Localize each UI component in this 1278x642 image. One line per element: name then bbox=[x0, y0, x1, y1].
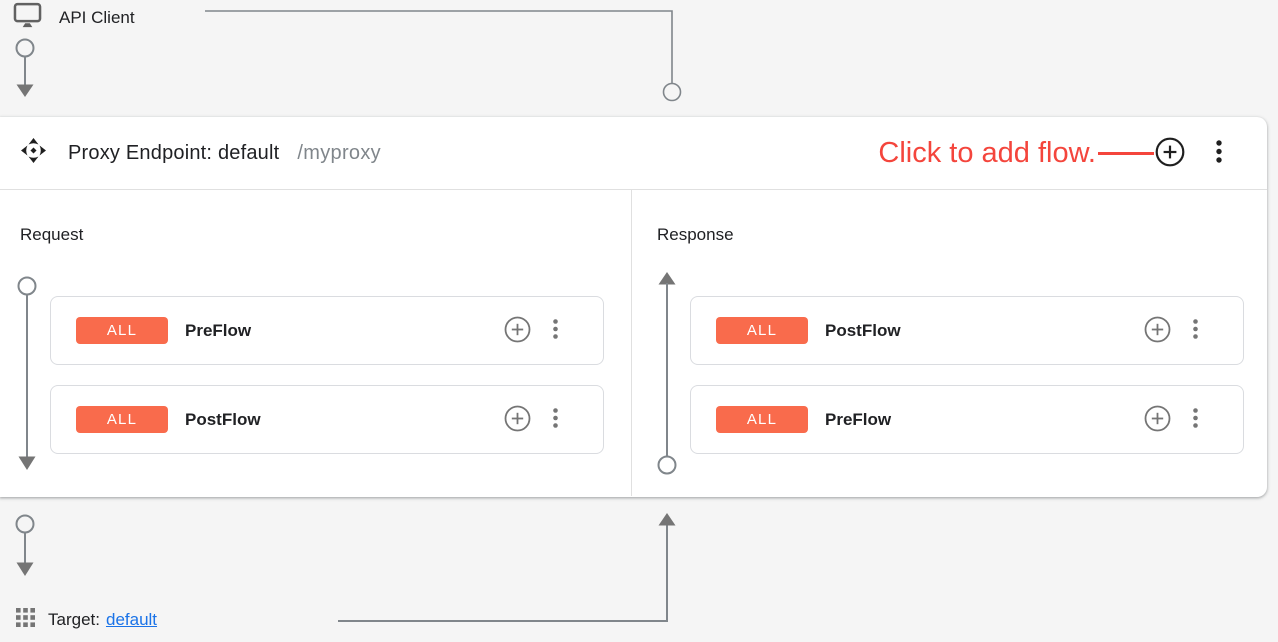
flow-card-response-preflow[interactable]: ALL PreFlow bbox=[690, 385, 1244, 454]
endpoint-basepath: /myproxy bbox=[297, 141, 381, 164]
apps-grid-icon bbox=[16, 608, 35, 632]
endpoint-flows: Request ALL PreFlow bbox=[0, 190, 1267, 496]
proxy-endpoint-icon bbox=[21, 138, 46, 168]
add-step-button[interactable] bbox=[504, 405, 531, 435]
flow-name: PostFlow bbox=[185, 409, 261, 429]
condition-badge: ALL bbox=[76, 317, 168, 344]
plus-circle-icon bbox=[504, 316, 531, 346]
response-label: Response bbox=[657, 225, 734, 244]
condition-badge: ALL bbox=[76, 406, 168, 433]
proxy-endpoint-header: Proxy Endpoint: default /myproxy Click t… bbox=[0, 117, 1267, 190]
flow-menu-button[interactable] bbox=[1193, 408, 1198, 431]
plus-circle-icon bbox=[1144, 316, 1171, 346]
add-step-button[interactable] bbox=[1144, 316, 1171, 346]
condition-badge: ALL bbox=[716, 406, 808, 433]
connector-endpoint-to-target bbox=[15, 514, 35, 576]
flow-menu-button[interactable] bbox=[1193, 319, 1198, 342]
plus-circle-icon bbox=[504, 405, 531, 435]
plus-circle-icon bbox=[1144, 405, 1171, 435]
flow-menu-button[interactable] bbox=[553, 408, 558, 431]
condition-badge: ALL bbox=[716, 317, 808, 344]
flow-name: PreFlow bbox=[825, 409, 892, 429]
endpoint-title: Proxy Endpoint: default bbox=[68, 141, 280, 164]
response-panel: Response ALL PostFlow bbox=[631, 190, 1267, 496]
add-flow-annotation: Click to add flow. bbox=[878, 136, 1096, 169]
api-client: API Client bbox=[13, 2, 135, 34]
connector-target-to-response bbox=[338, 513, 676, 622]
flow-card-response-postflow[interactable]: ALL PostFlow bbox=[690, 296, 1244, 365]
kebab-menu-icon bbox=[1216, 140, 1222, 166]
add-step-button[interactable] bbox=[1144, 405, 1171, 435]
flow-card-request-postflow[interactable]: ALL PostFlow bbox=[50, 385, 604, 454]
monitor-icon bbox=[13, 2, 42, 34]
target-label: Target: bbox=[48, 610, 100, 629]
flow-name: PostFlow bbox=[825, 320, 901, 340]
annotation-pointer-line bbox=[1098, 151, 1154, 155]
kebab-menu-icon bbox=[1193, 319, 1198, 342]
flow-name: PreFlow bbox=[185, 320, 252, 340]
kebab-menu-icon bbox=[553, 408, 558, 431]
add-step-button[interactable] bbox=[504, 316, 531, 346]
target-row: Target: default bbox=[16, 608, 157, 632]
flow-card-request-preflow[interactable]: ALL PreFlow bbox=[50, 296, 604, 365]
api-client-label: API Client bbox=[59, 8, 135, 27]
request-label: Request bbox=[20, 225, 84, 244]
connector-client-to-endpoint bbox=[205, 10, 682, 102]
target-link[interactable]: default bbox=[105, 610, 158, 629]
proxy-endpoint-panel: Proxy Endpoint: default /myproxy Click t… bbox=[0, 117, 1267, 497]
endpoint-menu-button[interactable] bbox=[1216, 140, 1222, 166]
plus-circle-icon bbox=[1154, 136, 1186, 171]
kebab-menu-icon bbox=[553, 319, 558, 342]
connector-client-down bbox=[15, 38, 35, 97]
add-flow-button[interactable] bbox=[1154, 136, 1186, 171]
flow-menu-button[interactable] bbox=[553, 319, 558, 342]
kebab-menu-icon bbox=[1193, 408, 1198, 431]
request-panel: Request ALL PreFlow bbox=[0, 190, 631, 496]
